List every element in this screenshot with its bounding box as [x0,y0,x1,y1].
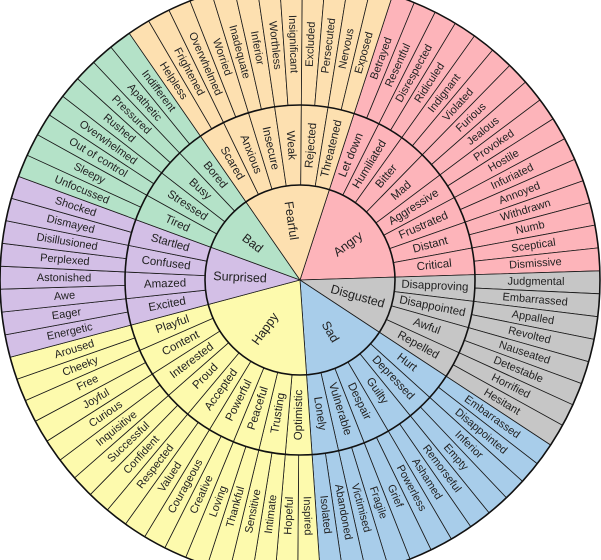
inner-ring [204,184,396,376]
middle-label-rejected: Rejected [303,122,319,168]
core-label-fearful: Fearful [282,200,301,241]
outer-label-eager: Eager [51,306,82,322]
middle-label-critical: Critical [416,258,452,274]
middle-label-lonely: Lonely [311,396,328,432]
outer-label-perplexed: Perplexed [40,252,90,268]
middle-label-amazed: Amazed [144,277,187,290]
middle-ring [124,104,476,456]
outer-label-hopeful: Hopeful [282,497,296,535]
outer-label-inspired: Inspired [301,496,314,535]
outer-label-judgmental: Judgmental [508,276,565,288]
outer-label-embarrassed: Embarrassed [502,291,568,308]
middle-label-optimistic: Optimistic [293,389,305,440]
outer-label-isolated: Isolated [317,495,333,535]
outer-label-insignificant: Insignificant [286,15,300,73]
outer-label-intimate: Intimate [263,494,280,534]
middle-label-disapproving: Disapproving [401,279,469,294]
middle-label-weak: Weak [284,130,298,160]
outer-label-excluded: Excluded [304,21,318,67]
middle-label-confused: Confused [141,255,191,273]
outer-label-awe: Awe [54,290,76,303]
outer-label-dismissive: Dismissive [509,256,562,272]
outer-label-astonished: Astonished [37,272,92,284]
outer-label-worthless: Worthless [266,21,283,71]
core-label-surprised: Surprised [213,269,267,285]
